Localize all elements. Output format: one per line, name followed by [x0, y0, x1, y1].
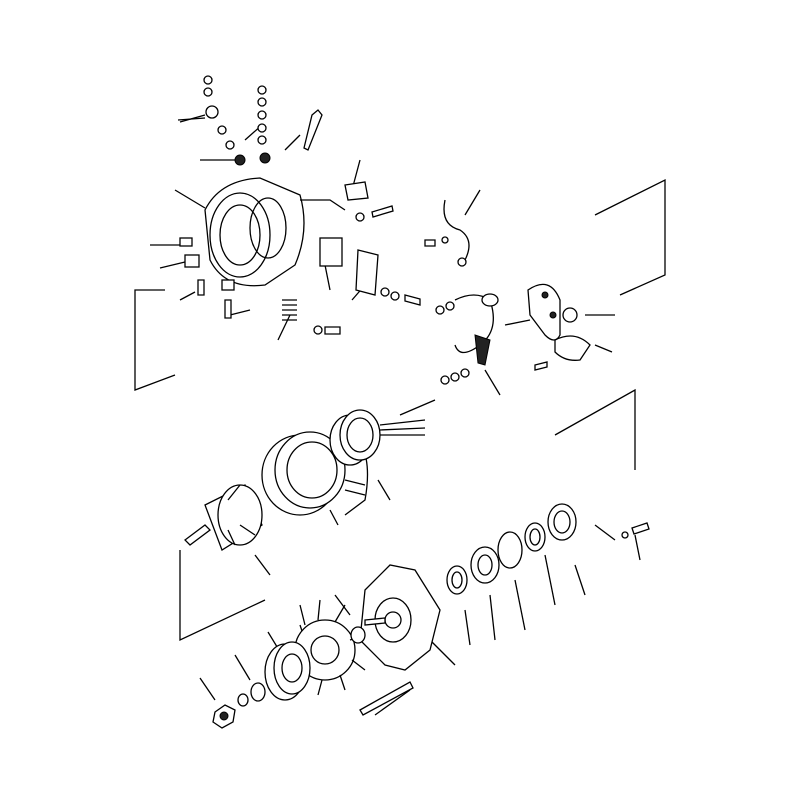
- slip-ring-collar: [329, 409, 426, 466]
- housing-hardware: [179, 181, 421, 335]
- leader-lines: [134, 117, 666, 716]
- pulley-nut-washer: [212, 626, 414, 729]
- wiring-harness: [424, 199, 470, 267]
- rotor: [184, 484, 263, 551]
- terminal-nut-stack-right: [257, 85, 323, 164]
- bearings-seals: [446, 503, 650, 595]
- rectifier-assembly: [435, 283, 591, 385]
- rear-housing: [204, 177, 346, 287]
- pulley: [264, 641, 311, 701]
- terminal-nut-stack-left: [179, 75, 246, 166]
- front-housing: [359, 564, 441, 671]
